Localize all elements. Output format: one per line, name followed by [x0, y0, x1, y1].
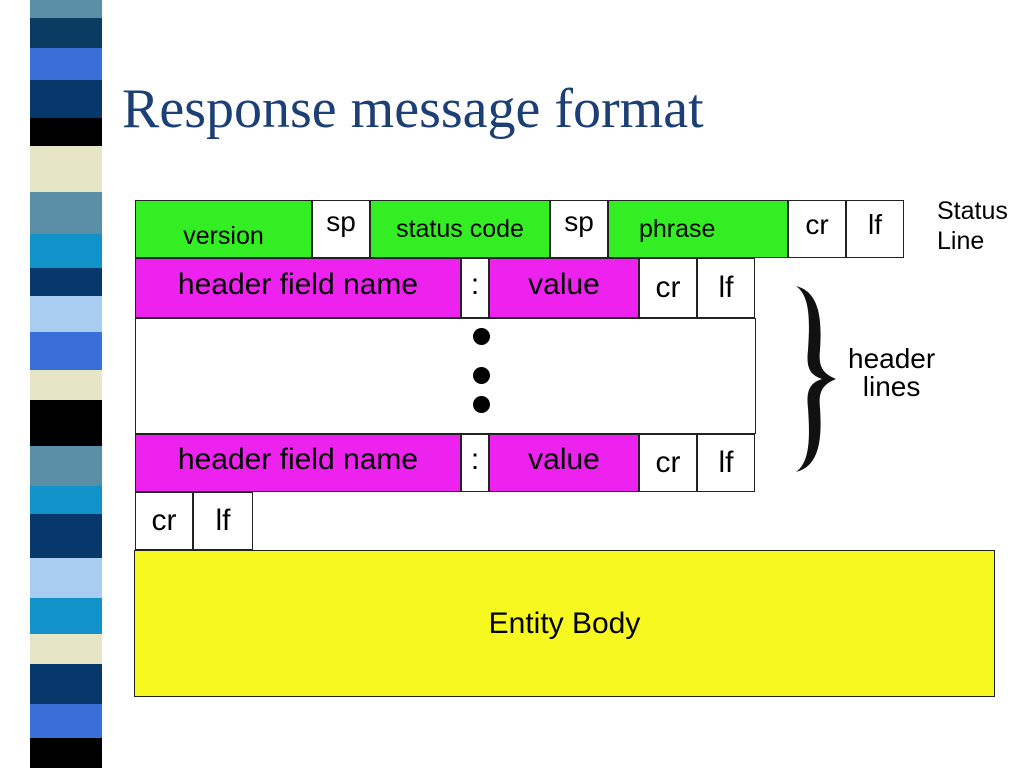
- header-cr: cr: [639, 434, 697, 492]
- header-lines-ellipsis-box: [135, 318, 756, 434]
- status-line-label-word: Status: [937, 197, 1008, 225]
- status-field-cr: cr: [788, 200, 846, 258]
- header-value: value: [489, 434, 639, 492]
- status-field-sp: sp: [312, 200, 370, 258]
- blank-line-cr: cr: [135, 492, 193, 550]
- ellipsis-dot: [473, 367, 490, 384]
- status-field-phrase: phrase: [608, 200, 788, 258]
- header-lf: lf: [697, 258, 755, 318]
- status-field-lf: lf: [846, 200, 904, 258]
- blank-line-lf: lf: [193, 492, 253, 550]
- header-lines-label-word: lines: [862, 371, 921, 402]
- status-line-label-word: Line: [937, 227, 985, 255]
- header-cr: cr: [639, 258, 697, 318]
- header-value: value: [489, 258, 639, 318]
- header-colon: :: [461, 434, 489, 492]
- decorative-side-strip: [30, 0, 102, 768]
- header-field-name: header field name: [135, 258, 461, 318]
- entity-body: Entity Body: [134, 550, 995, 697]
- header-lines-label: header lines: [848, 345, 935, 401]
- ellipsis-dot: [473, 328, 490, 345]
- header-field-name: header field name: [135, 434, 461, 492]
- header-colon: :: [461, 258, 489, 318]
- curly-brace-icon: [796, 286, 836, 472]
- slide-title: Response message format: [122, 78, 704, 140]
- status-field-sp: sp: [550, 200, 608, 258]
- status-field-version: version: [135, 200, 312, 258]
- status-field-status-code: status code: [370, 200, 550, 258]
- header-lf: lf: [697, 434, 755, 492]
- header-lines-label-word: header: [848, 343, 936, 374]
- status-line-label: Status Line: [937, 196, 1008, 256]
- ellipsis-dot: [473, 396, 490, 413]
